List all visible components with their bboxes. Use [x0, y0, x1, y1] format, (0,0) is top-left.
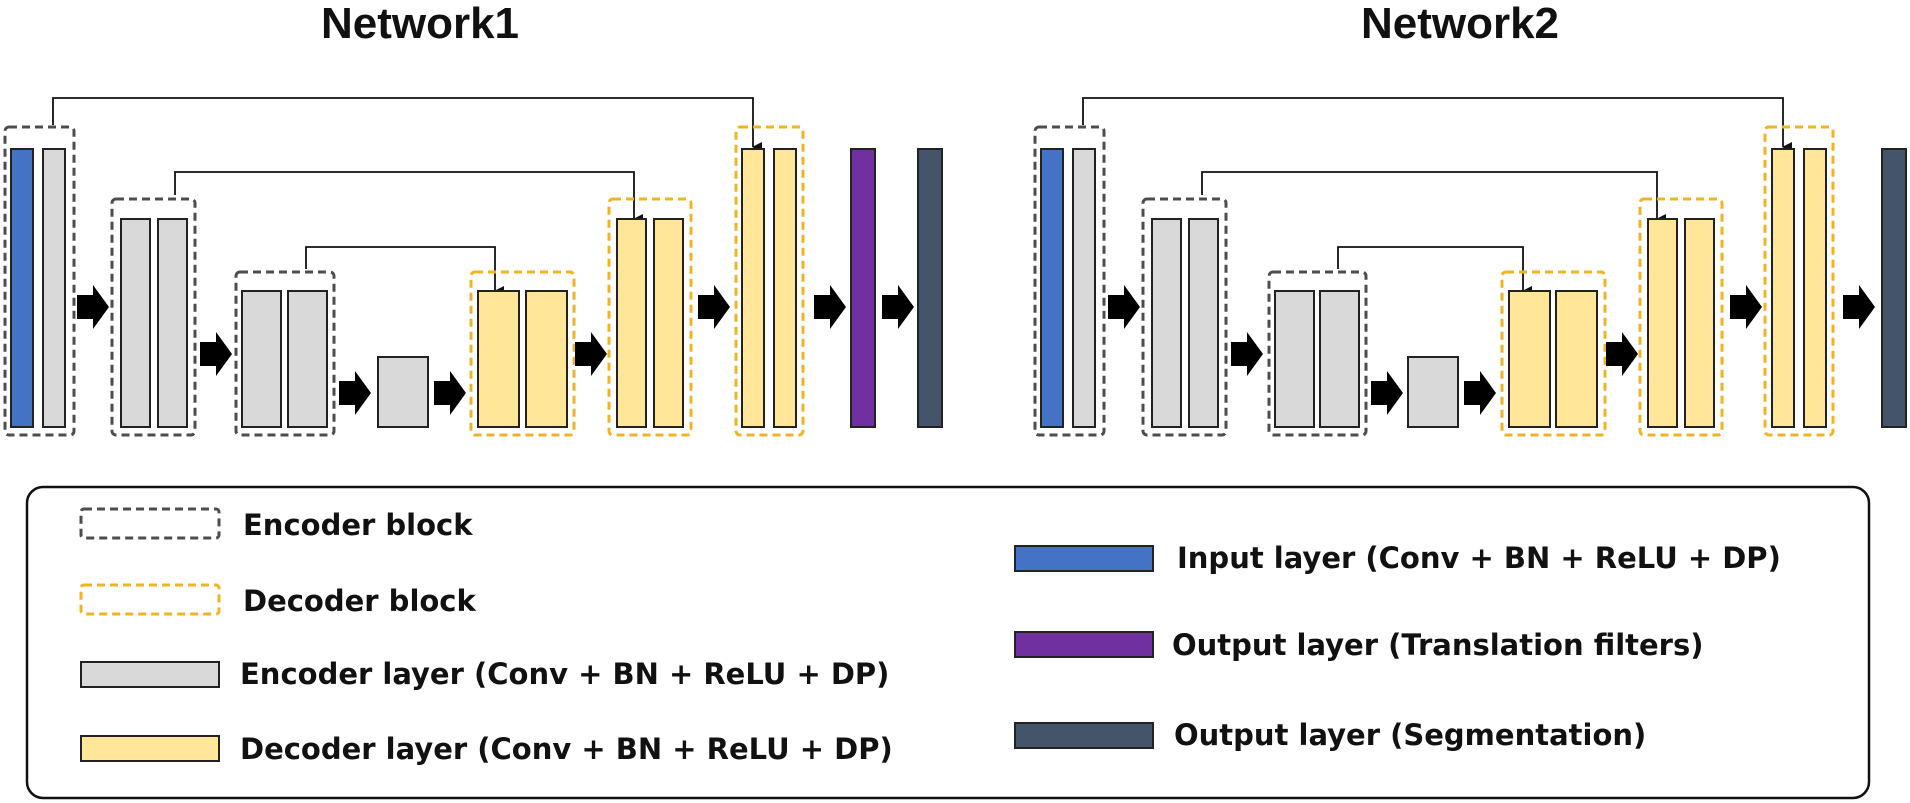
input-layer: [1040, 148, 1064, 428]
bottleneck-layer: [377, 356, 429, 428]
flow-arrow: [814, 285, 846, 329]
legend: Encoder block Decoder block Encoder laye…: [25, 485, 1871, 800]
encoder-block: [1141, 197, 1228, 437]
flow-arrow: [1108, 285, 1140, 329]
encoder-layer: [1188, 218, 1219, 428]
legend-encoder-layer-swatch: [80, 661, 220, 688]
decoder-layer: [1555, 290, 1598, 428]
flow-arrow: [1730, 285, 1762, 329]
encoder-layer: [287, 290, 328, 428]
network2-title: Network2: [1361, 0, 1559, 48]
encoder-layer: [157, 218, 188, 428]
encoder-block: [1033, 125, 1106, 437]
legend-input-layer-label: Input layer (Conv + BN + ReLU + DP): [1177, 541, 1781, 575]
legend-encoder-block-swatch: [79, 507, 221, 540]
decoder-layer: [1647, 218, 1678, 428]
flow-arrow: [77, 285, 109, 329]
flow-arrow: [1464, 371, 1496, 415]
decoder-layer: [773, 148, 797, 428]
flow-arrow: [698, 285, 730, 329]
flow-arrow: [1843, 285, 1875, 329]
flow-arrow: [882, 285, 914, 329]
skip-connection: [1337, 246, 1532, 296]
encoder-layer: [1151, 218, 1182, 428]
legend-output-translation-swatch: [1014, 631, 1154, 658]
flow-arrow: [339, 371, 371, 415]
output-layer-segmentation: [1881, 148, 1907, 428]
decoder-block: [734, 125, 805, 437]
decoder-layer: [477, 290, 520, 428]
flow-arrow: [1231, 332, 1263, 376]
legend-decoder-block-label: Decoder block: [243, 584, 476, 618]
flow-arrow: [200, 332, 232, 376]
flow-arrow: [1371, 371, 1403, 415]
legend-output-segmentation-swatch: [1014, 722, 1154, 749]
legend-decoder-block-swatch: [79, 583, 221, 616]
network2-diagram: [1033, 97, 1907, 437]
legend-output-translation-label: Output layer (Translation filters): [1172, 628, 1704, 662]
network1-diagram: [3, 97, 943, 437]
skip-connection: [52, 97, 762, 152]
decoder-block: [1763, 125, 1835, 437]
decoder-layer: [525, 290, 568, 428]
output-layer-translation: [850, 148, 876, 428]
flow-arrow: [575, 332, 607, 376]
decoder-layer: [1803, 148, 1827, 428]
legend-encoder-block-label: Encoder block: [243, 508, 473, 542]
decoder-layer: [741, 148, 765, 428]
encoder-layer: [42, 148, 66, 428]
decoder-layer: [653, 218, 684, 428]
flow-arrow: [1606, 332, 1638, 376]
encoder-layer: [1319, 290, 1360, 428]
network1-title: Network1: [321, 0, 519, 48]
decoder-block: [1638, 197, 1724, 437]
flow-arrow: [434, 371, 466, 415]
skip-connection: [305, 246, 504, 296]
output-layer-segmentation: [917, 148, 943, 428]
encoder-layer: [241, 290, 282, 428]
skip-connection: [1082, 97, 1792, 152]
encoder-block: [234, 270, 336, 437]
encoder-layer: [1274, 290, 1315, 428]
legend-output-segmentation-label: Output layer (Segmentation): [1174, 718, 1646, 752]
skip-connection: [174, 171, 643, 224]
decoder-layer: [616, 218, 647, 428]
legend-box: [25, 485, 1871, 800]
encoder-block: [1267, 270, 1368, 437]
input-layer: [10, 148, 34, 428]
encoder-layer: [120, 218, 151, 428]
bottleneck-layer: [1407, 356, 1459, 428]
decoder-layer: [1771, 148, 1795, 428]
skip-connection: [1201, 171, 1666, 224]
decoder-block: [607, 197, 693, 437]
decoder-layer: [1508, 290, 1551, 428]
encoder-block: [3, 125, 76, 437]
decoder-layer: [1684, 218, 1715, 428]
legend-decoder-layer-label: Decoder layer (Conv + BN + ReLU + DP): [240, 732, 893, 766]
encoder-block: [110, 197, 197, 437]
encoder-layer: [1072, 148, 1096, 428]
legend-decoder-layer-swatch: [80, 735, 220, 762]
legend-encoder-layer-label: Encoder layer (Conv + BN + ReLU + DP): [240, 657, 889, 691]
legend-input-layer-swatch: [1014, 545, 1154, 572]
